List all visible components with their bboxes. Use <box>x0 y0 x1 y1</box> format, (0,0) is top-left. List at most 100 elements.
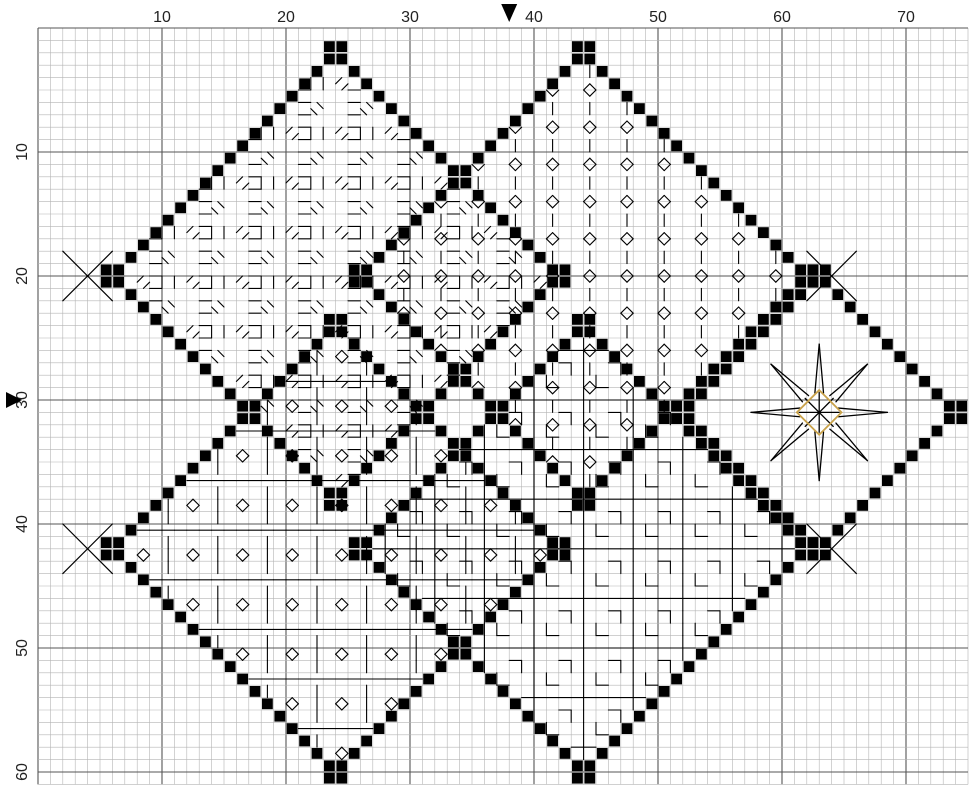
stitch <box>391 654 397 660</box>
stitch <box>441 202 447 208</box>
border-block <box>324 326 335 337</box>
stitch <box>441 605 447 611</box>
border-block <box>547 463 558 474</box>
border-block <box>336 773 347 784</box>
stitch <box>360 158 366 164</box>
border-block <box>584 488 595 499</box>
border-block <box>150 587 161 598</box>
stitch <box>385 276 391 282</box>
stitch <box>770 270 776 276</box>
stitch <box>546 158 552 164</box>
stitch <box>584 270 590 276</box>
border-block <box>572 773 583 784</box>
stitch <box>739 276 745 282</box>
border-block <box>684 413 695 424</box>
stitch <box>701 276 707 282</box>
stitch <box>590 456 596 462</box>
stitch <box>441 456 447 462</box>
stitch <box>584 158 590 164</box>
stitch <box>776 270 782 276</box>
border-block <box>423 140 434 151</box>
stitch <box>515 381 521 387</box>
stitch <box>478 276 484 282</box>
stitch <box>732 313 738 319</box>
stitch <box>336 598 342 604</box>
stitch <box>292 605 298 611</box>
border-block <box>436 624 447 635</box>
border-block <box>398 698 409 709</box>
y-tick-label: 40 <box>14 515 31 533</box>
stitch <box>435 202 441 208</box>
border-block <box>696 388 707 399</box>
stitch <box>776 276 782 282</box>
stitch <box>540 282 546 288</box>
stitch <box>515 270 521 276</box>
border-block <box>522 240 533 251</box>
stitch <box>243 654 249 660</box>
stitch <box>292 704 298 710</box>
border-block <box>659 128 670 139</box>
stitch <box>627 425 633 431</box>
stitch <box>236 499 242 505</box>
stitch <box>187 276 193 282</box>
border-block <box>398 116 409 127</box>
stitch <box>621 313 627 319</box>
stitch <box>236 555 242 561</box>
border-block <box>609 736 620 747</box>
stitch <box>243 555 249 561</box>
border-block <box>485 202 496 213</box>
border-block <box>336 488 347 499</box>
stitch <box>416 202 422 208</box>
stitch <box>627 344 633 350</box>
stitch <box>484 598 490 604</box>
border-block <box>783 512 794 523</box>
stitch <box>695 202 701 208</box>
stitch <box>317 350 323 356</box>
border-block <box>547 537 558 548</box>
border-block <box>522 512 533 523</box>
stitch <box>627 270 633 276</box>
stitch <box>658 276 664 282</box>
border-block <box>386 512 397 523</box>
stitch <box>435 450 441 456</box>
border-block <box>733 463 744 474</box>
stitch <box>236 177 242 183</box>
border-block <box>101 550 112 561</box>
stitch <box>311 257 317 263</box>
border-block <box>894 463 905 474</box>
border-block <box>138 574 149 585</box>
border-block <box>485 674 496 685</box>
stitch <box>664 350 670 356</box>
border-block <box>956 413 967 424</box>
stitch <box>627 313 633 319</box>
border-block <box>374 450 385 461</box>
stitch <box>236 605 242 611</box>
stitch <box>546 381 552 387</box>
border-block <box>498 599 509 610</box>
border-block <box>560 264 571 275</box>
border-block <box>460 364 471 375</box>
border-block <box>349 339 360 350</box>
border-block <box>324 500 335 511</box>
border-block <box>324 760 335 771</box>
stitch <box>701 344 707 350</box>
border-block <box>770 302 781 313</box>
border-block <box>783 289 794 300</box>
stitch <box>658 195 664 201</box>
stitch <box>627 202 633 208</box>
border-block <box>795 277 806 288</box>
stitch <box>590 239 596 245</box>
stitch <box>385 605 391 611</box>
stitch <box>534 555 540 561</box>
stitch <box>367 450 373 456</box>
border-block <box>411 128 422 139</box>
border-block <box>919 376 930 387</box>
stitch <box>336 226 342 232</box>
border-block <box>857 500 868 511</box>
stitch <box>509 257 515 263</box>
stitch <box>584 202 590 208</box>
stitch <box>478 307 484 313</box>
stitch <box>168 301 174 307</box>
border-block <box>783 302 794 313</box>
stitch <box>236 549 242 555</box>
